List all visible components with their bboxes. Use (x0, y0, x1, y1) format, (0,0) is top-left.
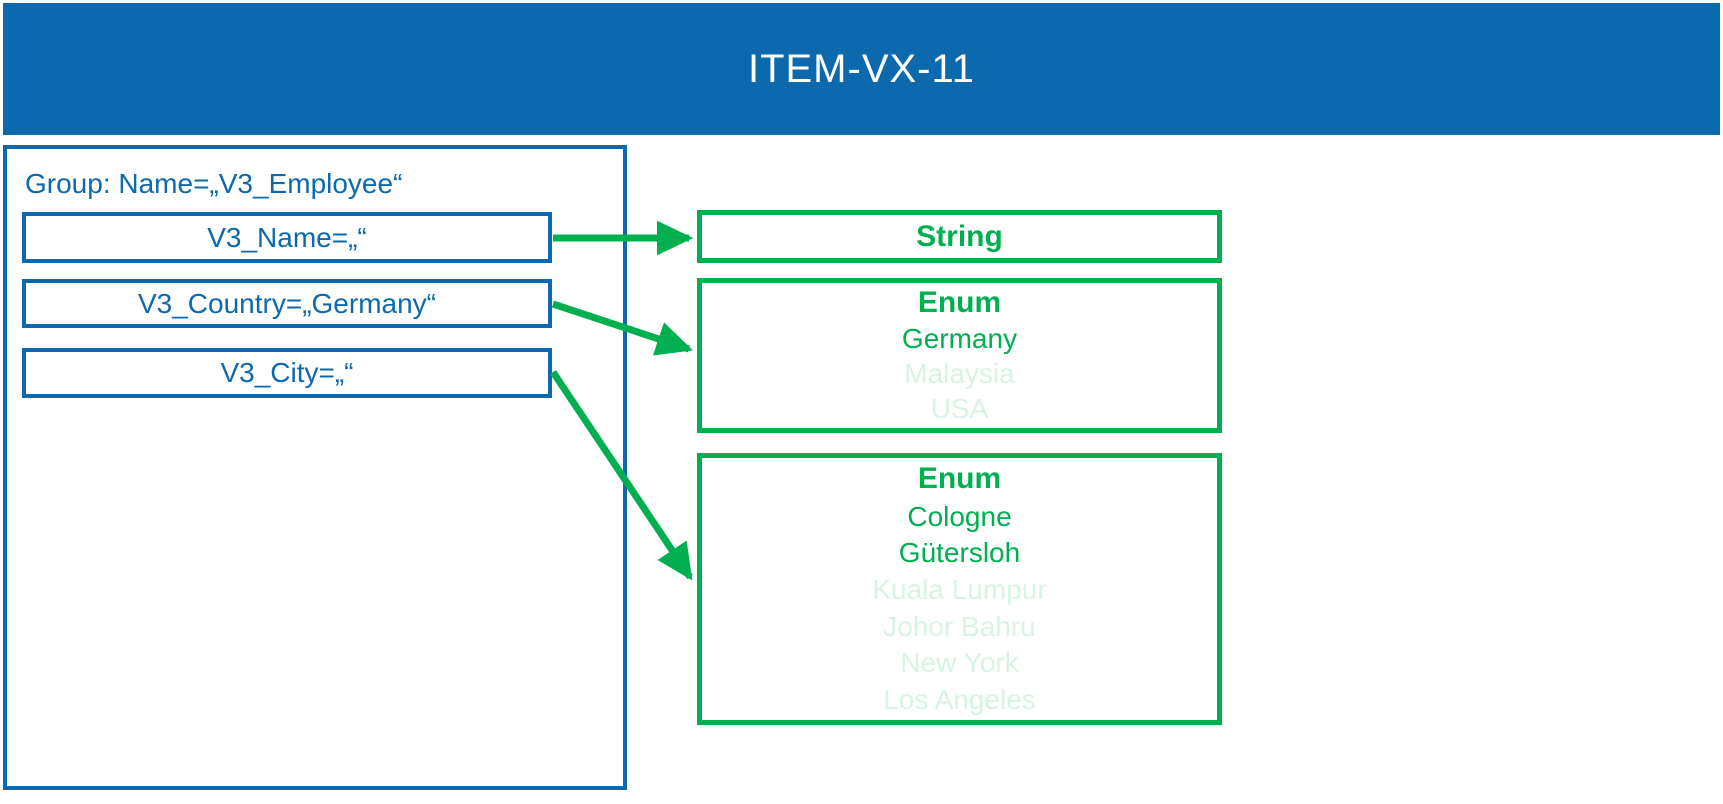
enum-option-usa: USA (930, 392, 989, 424)
field-v3-name-label: V3_Name=„“ (207, 221, 367, 253)
type-title-city-enum: Enum (917, 462, 1002, 496)
type-box-city-enum: Enum Cologne Gütersloh Kuala Lumpur Joho… (697, 453, 1222, 725)
field-v3-name: V3_Name=„“ (22, 212, 552, 263)
enum-option-cologne: Cologne (907, 500, 1012, 532)
type-title-country-enum: Enum (917, 286, 1002, 320)
enum-option-germany: Germany (901, 323, 1018, 355)
enum-option-los-angeles: Los Angeles (883, 683, 1036, 715)
page-title: ITEM-VX-11 (747, 46, 976, 91)
enum-option-guetersloh: Gütersloh (898, 537, 1021, 569)
field-v3-city: V3_City=„“ (22, 348, 552, 398)
field-v3-country-label: V3_Country=„Germany“ (137, 287, 436, 319)
type-box-string: String (697, 210, 1222, 263)
group-label: Group: Name=„V3_Employee“ (25, 168, 403, 199)
enum-option-malaysia: Malaysia (904, 357, 1015, 389)
field-v3-country: V3_Country=„Germany“ (22, 279, 552, 328)
title-bar: ITEM-VX-11 (3, 3, 1720, 135)
field-v3-city-label: V3_City=„“ (220, 357, 354, 388)
enum-option-kuala-lumpur: Kuala Lumpur (872, 573, 1047, 605)
type-box-country-enum: Enum Germany Malaysia USA (697, 278, 1222, 433)
enum-option-new-york: New York (900, 647, 1019, 679)
enum-option-johor-bahru: Johor Bahru (883, 610, 1036, 642)
type-title-string: String (916, 219, 1003, 253)
